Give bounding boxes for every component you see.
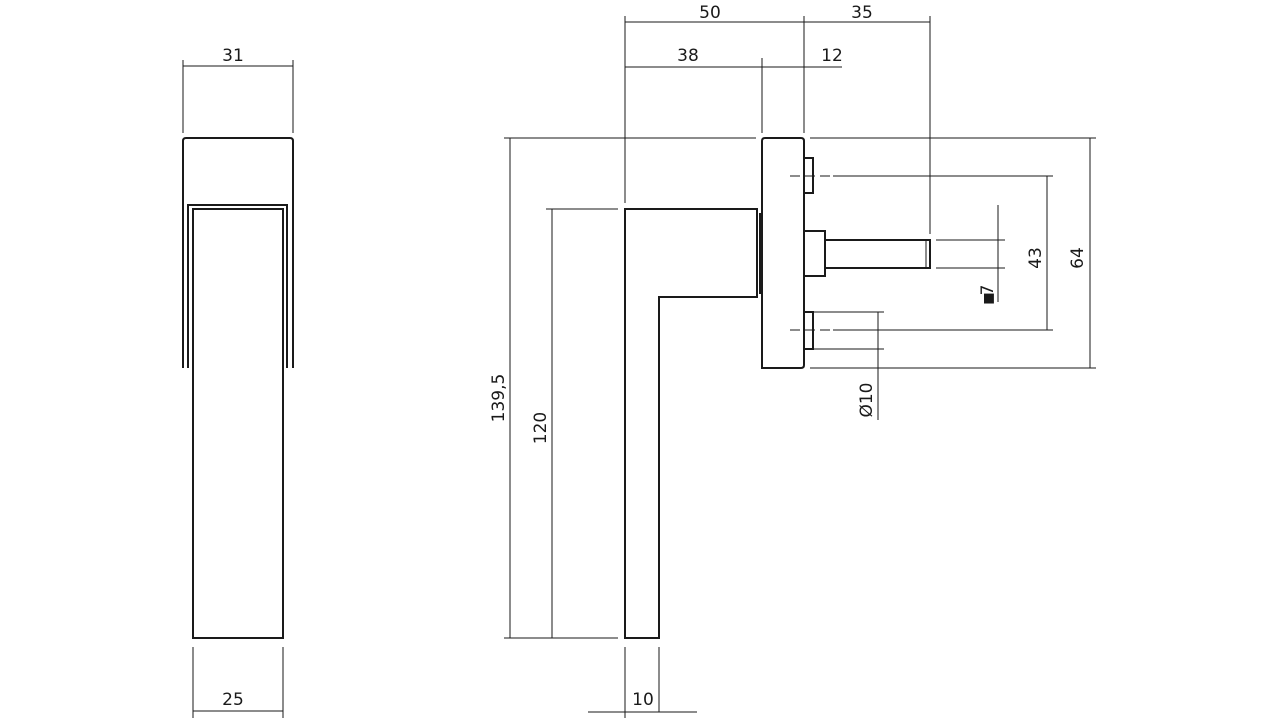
dim-rose-height: 64 bbox=[810, 137, 1096, 369]
dim-label-diameter-10: Ø10 bbox=[857, 382, 877, 417]
front-rose-inner-line bbox=[187, 204, 288, 368]
dim-lever-height: 120 bbox=[531, 208, 618, 638]
dim-lever-thickness: 10 bbox=[588, 647, 697, 718]
dim-label-139-5: 139,5 bbox=[489, 374, 509, 423]
side-spindle-collar bbox=[803, 230, 826, 277]
dim-front-width-bottom: 25 bbox=[192, 647, 284, 718]
dim-length-to-rose: 50 bbox=[624, 3, 805, 203]
dim-spindle-square: 7 ■ bbox=[936, 205, 1005, 306]
dim-label-43: 43 bbox=[1026, 247, 1046, 269]
dim-label-38: 38 bbox=[677, 46, 699, 66]
dim-label-12: 12 bbox=[821, 46, 843, 66]
dim-label-31: 31 bbox=[222, 46, 244, 66]
dim-handle-projection: 38 12 bbox=[625, 46, 843, 133]
front-rose-outline bbox=[182, 137, 294, 368]
dim-screw-diameter: Ø10 bbox=[811, 311, 884, 420]
side-spindle bbox=[824, 239, 931, 269]
side-view: 50 35 38 12 139,5 120 bbox=[489, 3, 1096, 718]
front-lever-body bbox=[192, 208, 284, 639]
dim-label-25: 25 bbox=[222, 690, 244, 710]
side-rose-plate bbox=[761, 137, 805, 369]
dim-label-64: 64 bbox=[1068, 247, 1088, 269]
side-lever-body bbox=[624, 208, 758, 639]
dim-total-height: 139,5 bbox=[489, 137, 756, 639]
dim-front-width-top: 31 bbox=[182, 46, 294, 133]
dim-label-10: 10 bbox=[632, 690, 654, 710]
dim-label-120: 120 bbox=[531, 412, 551, 444]
dim-spindle-length: 35 bbox=[804, 3, 931, 234]
square-symbol-icon: ■ bbox=[983, 291, 995, 306]
dim-label-50: 50 bbox=[699, 3, 721, 23]
dim-label-7: 7 bbox=[978, 285, 998, 296]
front-view: 31 25 bbox=[182, 46, 294, 718]
dim-screw-spacing: 43 bbox=[833, 175, 1053, 331]
dim-label-35: 35 bbox=[851, 3, 873, 23]
